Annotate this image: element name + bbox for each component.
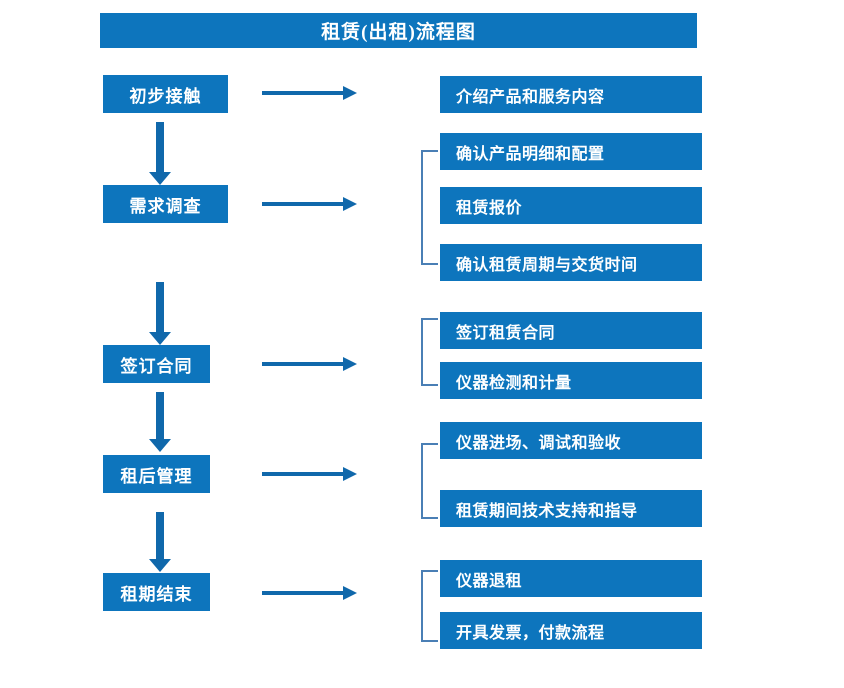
arrow-shaft bbox=[156, 512, 164, 559]
task-box-3[interactable]: 租赁报价 bbox=[440, 187, 702, 224]
task-group-bracket-2 bbox=[421, 150, 438, 265]
flow-arrow-right-2 bbox=[262, 196, 357, 212]
task-group-bracket-5 bbox=[421, 570, 438, 642]
flow-arrow-right-1 bbox=[262, 85, 357, 101]
flow-arrow-right-5 bbox=[262, 585, 357, 601]
arrow-shaft bbox=[262, 591, 344, 595]
flow-arrow-down-4 bbox=[149, 512, 171, 572]
arrow-head bbox=[343, 86, 357, 100]
flow-arrow-down-3 bbox=[149, 392, 171, 452]
arrow-head bbox=[343, 467, 357, 481]
task-box-2[interactable]: 确认产品明细和配置 bbox=[440, 133, 702, 170]
task-group-bracket-4 bbox=[421, 443, 438, 519]
arrow-head bbox=[343, 197, 357, 211]
stage-box-4[interactable]: 租后管理 bbox=[103, 455, 210, 493]
stage-box-1[interactable]: 初步接触 bbox=[103, 75, 228, 113]
stage-box-2[interactable]: 需求调查 bbox=[103, 185, 228, 223]
arrow-head bbox=[149, 332, 171, 345]
task-box-6[interactable]: 仪器检测和计量 bbox=[440, 362, 702, 399]
flow-arrow-down-1 bbox=[149, 122, 171, 185]
task-box-5[interactable]: 签订租赁合同 bbox=[440, 312, 702, 349]
task-group-bracket-3 bbox=[421, 318, 438, 386]
arrow-head bbox=[149, 439, 171, 452]
task-box-8[interactable]: 租赁期间技术支持和指导 bbox=[440, 490, 702, 527]
stage-box-5[interactable]: 租期结束 bbox=[103, 573, 210, 611]
arrow-shaft bbox=[262, 91, 344, 95]
flow-arrow-down-2 bbox=[149, 282, 171, 345]
page-title: 租赁(出租)流程图 bbox=[100, 13, 697, 48]
task-box-9[interactable]: 仪器退租 bbox=[440, 560, 702, 597]
flow-arrow-right-3 bbox=[262, 356, 357, 372]
arrow-shaft bbox=[156, 282, 164, 332]
task-box-4[interactable]: 确认租赁周期与交货时间 bbox=[440, 244, 702, 281]
arrow-head bbox=[343, 586, 357, 600]
arrow-head bbox=[149, 172, 171, 185]
arrow-shaft bbox=[262, 472, 344, 476]
task-box-10[interactable]: 开具发票，付款流程 bbox=[440, 612, 702, 649]
arrow-head bbox=[149, 559, 171, 572]
task-box-7[interactable]: 仪器进场、调试和验收 bbox=[440, 422, 702, 459]
stage-box-3[interactable]: 签订合同 bbox=[103, 345, 210, 383]
arrow-shaft bbox=[262, 202, 344, 206]
task-box-1[interactable]: 介绍产品和服务内容 bbox=[440, 76, 702, 113]
arrow-head bbox=[343, 357, 357, 371]
arrow-shaft bbox=[156, 392, 164, 439]
arrow-shaft bbox=[156, 122, 164, 172]
arrow-shaft bbox=[262, 362, 344, 366]
flow-arrow-right-4 bbox=[262, 466, 357, 482]
